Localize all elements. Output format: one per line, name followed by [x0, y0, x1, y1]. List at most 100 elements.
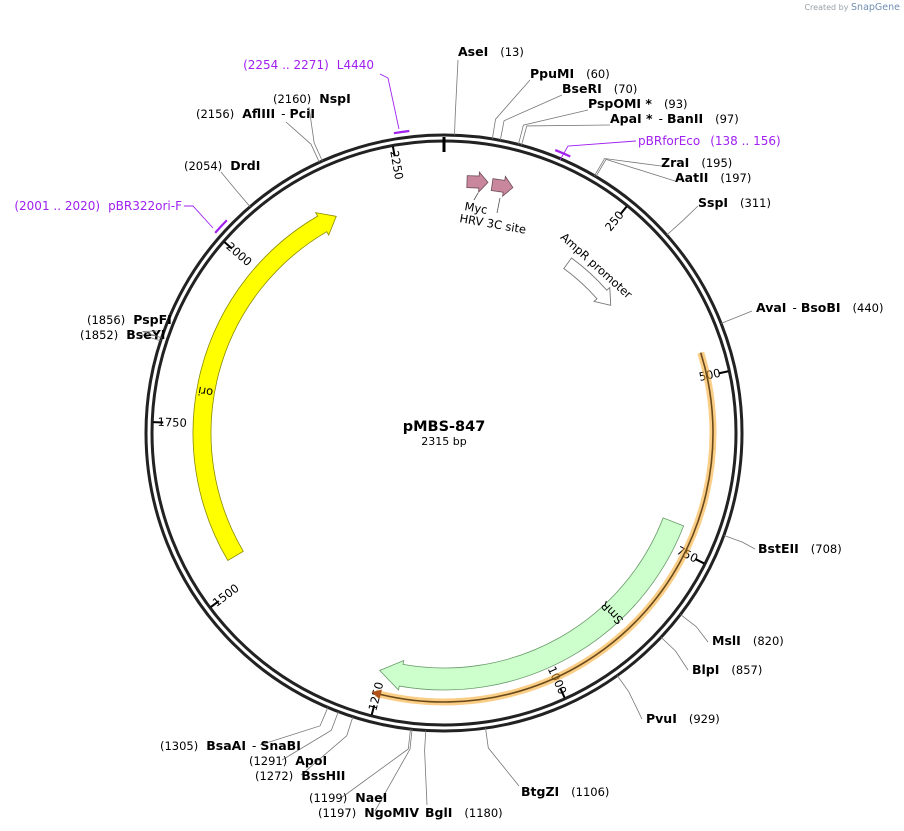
site-label-5: ZraI(195) [661, 155, 732, 170]
site-name: DrdI [230, 158, 260, 173]
site-label-13: BtgZI(1106) [521, 784, 609, 799]
site-pos: (197) [720, 171, 751, 185]
credit-brand: SnapGene [851, 2, 900, 13]
site-leader-3 [518, 109, 589, 145]
tick-mark-1500 [210, 600, 220, 608]
tick-mark-1000 [559, 688, 566, 699]
tick-mark-1250 [370, 704, 376, 716]
site-label-3: PspOMI * (93) [588, 96, 688, 111]
primer-label-1: (2001 .. 2020)pBR322ori-F [14, 199, 182, 213]
tick-label-1500: 1500 [210, 581, 242, 610]
site-name: BstEII [758, 541, 799, 556]
site-label-2: BseRI (70) [562, 81, 637, 96]
site-pos: (2160) [273, 92, 311, 106]
site-label-12: PvuI(929) [646, 711, 720, 726]
site-pos: (440) [853, 301, 884, 315]
feature-ori [192, 212, 337, 562]
site-label-10: MslI (820) [712, 633, 784, 648]
primer-range: (138 .. 156) [710, 134, 780, 148]
site-name: PspOMI * [588, 96, 652, 111]
site-pos: (857) [731, 663, 762, 677]
primer-label-2: (2254 .. 2271)L4440 [243, 58, 374, 72]
site-sep: - [792, 301, 796, 315]
feature-hrv-leader [496, 197, 501, 214]
site-leader-24 [308, 106, 323, 162]
site-leader-18 [281, 711, 339, 761]
site-pos: (1180) [464, 806, 502, 820]
site-name: NspI [319, 91, 351, 106]
primer-name: L4440 [337, 58, 374, 72]
site-pos: (70) [614, 82, 638, 96]
tick-mark-2000 [223, 241, 233, 250]
site-sep: - [281, 107, 285, 121]
primer-range: (2001 .. 2020) [14, 199, 100, 213]
site-pos: (2054) [184, 159, 222, 173]
site-label-0: AseI(13) [458, 44, 524, 59]
site-pos: (60) [586, 67, 610, 81]
site-leader-14 [424, 730, 428, 806]
site-pos: (1856) [87, 313, 125, 327]
site-name: MslI [712, 633, 741, 648]
site-label-8: AvaI-BsoBI(440) [756, 300, 883, 315]
site-leader-22 [220, 171, 251, 207]
tick-label-2000: 2000 [223, 239, 254, 269]
site-pos: (93) [664, 97, 688, 111]
site-name: PspFI [133, 312, 172, 327]
site-name-2: BanII [667, 111, 703, 126]
site-label-22: (2054) DrdI [184, 158, 260, 173]
site-label-21: (1856) PspFI [87, 312, 172, 327]
site-name: SspI [698, 195, 728, 210]
tick-mark-750 [694, 558, 705, 565]
site-pos: (97) [715, 112, 739, 126]
site-pos: (1291) [249, 754, 287, 768]
site-label-15: (1197)NgoMIV [318, 805, 419, 820]
primer-leader-0 [559, 140, 637, 161]
site-leader-15 [374, 729, 413, 812]
site-pos: (13) [500, 45, 524, 59]
site-label-6: AatII (197) [675, 170, 751, 185]
feature-myc-leader [473, 192, 479, 201]
site-name: AatII [675, 170, 708, 185]
site-leader-8 [720, 310, 753, 324]
site-label-16: (1199)NaeI [309, 790, 387, 805]
feature-myc [466, 171, 489, 194]
tick-label-1750: 1750 [157, 415, 187, 430]
plasmid-size: 2315 bp [421, 435, 466, 448]
tick-mark-500 [718, 370, 729, 375]
site-name: BlpI [692, 662, 719, 677]
site-leader-20 [141, 334, 161, 342]
site-label-24: (2160) NspI [273, 91, 351, 106]
site-leader-12 [616, 675, 643, 720]
feature-label-myc: Myc [463, 199, 488, 217]
site-name: BssHII [301, 768, 345, 783]
feature-label-hrv-3c-site: HRV 3C site [458, 211, 527, 236]
primer-leader-2 [379, 73, 400, 130]
site-leader-11 [660, 636, 689, 671]
site-label-17: (1272)BssHII [255, 768, 345, 783]
site-leader-4 [521, 124, 611, 146]
site-leader-21 [142, 330, 162, 339]
site-pos: (820) [753, 634, 784, 648]
site-label-7: SspI(311) [698, 195, 771, 210]
site-pos: (1106) [571, 785, 609, 799]
site-pos: (1305) [160, 739, 198, 753]
feature-ampr-promoter [563, 257, 612, 306]
feature-smr [378, 517, 685, 691]
site-name: BseRI [562, 81, 602, 96]
credit-prefix: Created by [804, 3, 849, 12]
site-name: NaeI [355, 790, 387, 805]
site-label-14: BglI(1180) [425, 805, 503, 820]
site-name: PvuI [646, 711, 677, 726]
primer-mark-1 [214, 219, 228, 234]
site-pos: (1852) [80, 328, 118, 342]
site-leader-17 [300, 716, 354, 776]
site-name-2: PciI [290, 106, 316, 121]
site-leader-9 [723, 535, 756, 550]
site-name: NgoMIV [364, 805, 419, 820]
site-pos: (195) [701, 156, 732, 170]
site-leader-5 [594, 158, 662, 176]
site-leader-0 [454, 59, 459, 136]
site-leader-13 [485, 728, 520, 787]
site-name: ApoI [295, 753, 327, 768]
